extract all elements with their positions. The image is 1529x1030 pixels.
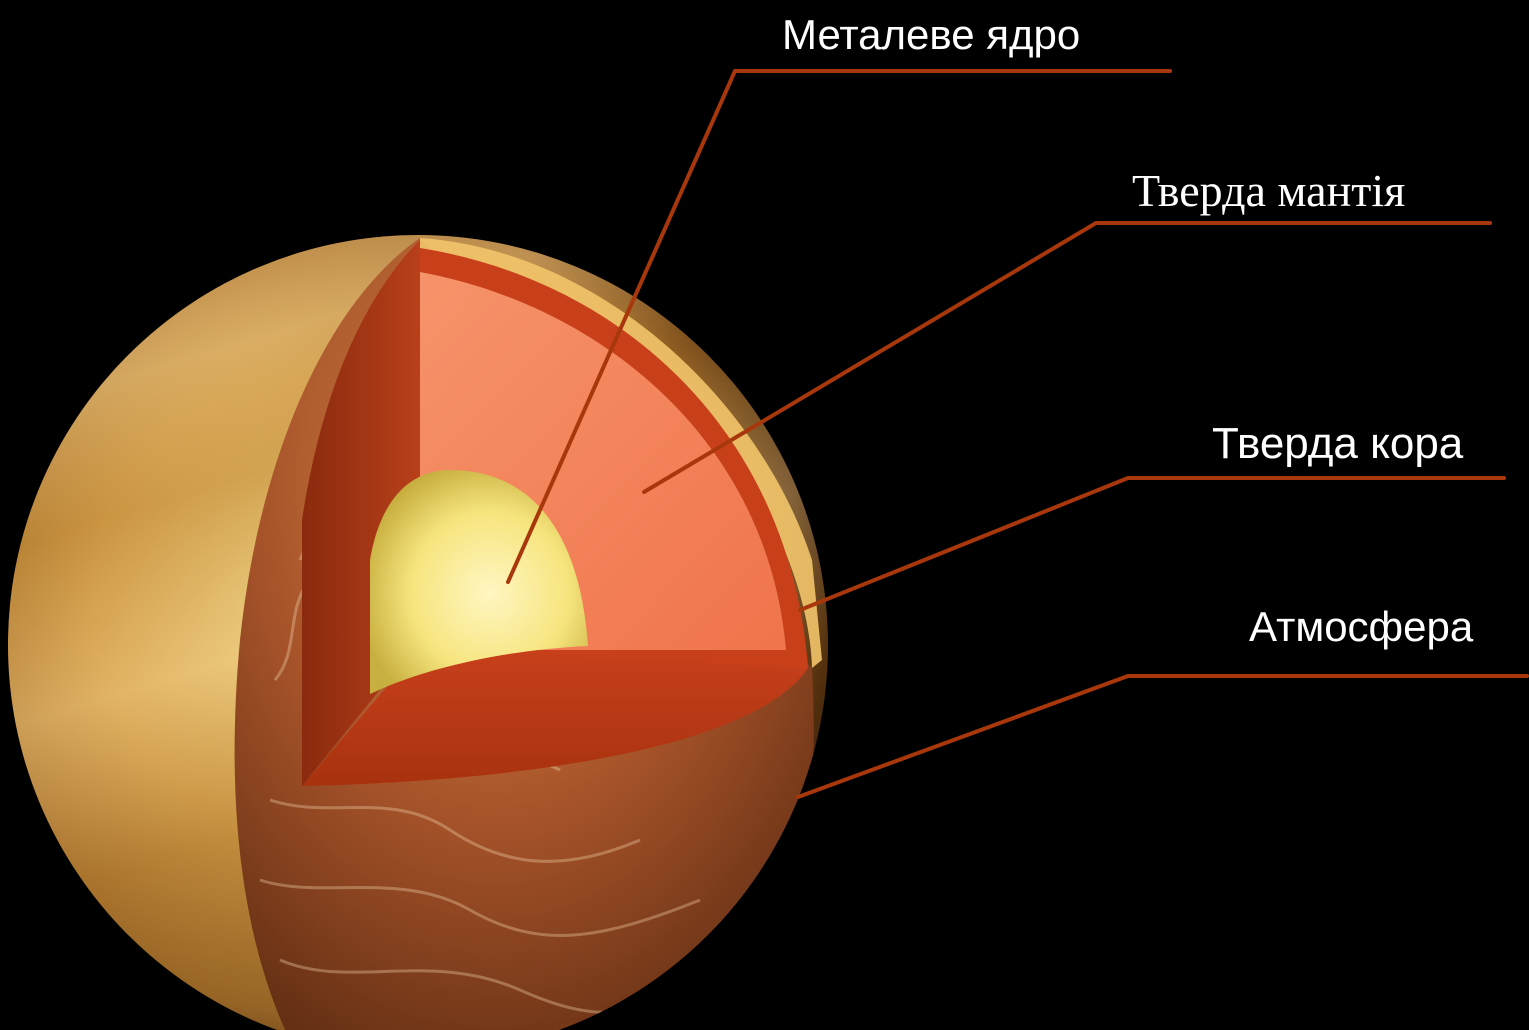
cut-floor xyxy=(302,648,808,786)
atmosphere-leader-line xyxy=(796,674,1529,799)
label-metal-core: Металеве ядро xyxy=(782,11,1081,58)
label-solid-crust: Тверда кора xyxy=(1212,419,1464,468)
crust-leader-line xyxy=(798,476,1506,612)
core-leader-line xyxy=(506,69,1172,584)
label-atmosphere: Атмосфера xyxy=(1249,603,1474,650)
mantle-leader-line xyxy=(642,221,1492,494)
label-solid-mantle: Тверда мантія xyxy=(1132,165,1406,216)
leader-lines xyxy=(506,69,1529,799)
